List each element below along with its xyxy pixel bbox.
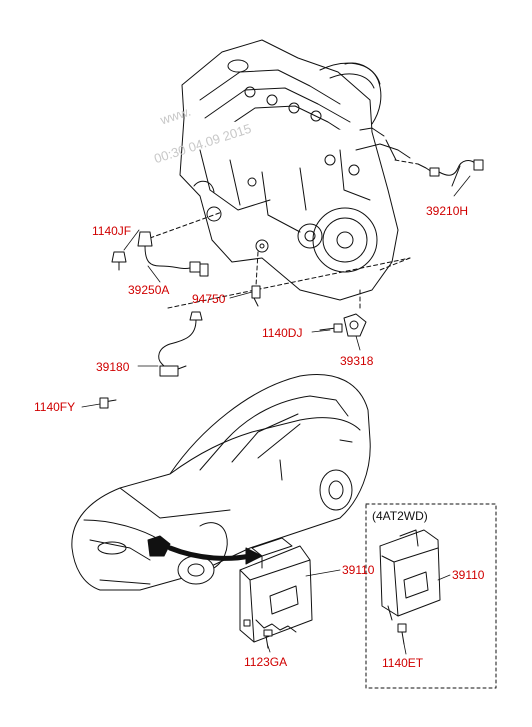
label-94750: 94750 <box>192 292 226 306</box>
sensor-39250a <box>111 231 209 277</box>
label-1123ga: 1123GA <box>244 655 288 669</box>
label-39180: 39180 <box>96 360 130 374</box>
label-1140fy: 1140FY <box>34 400 76 414</box>
label-1140et: 1140ET <box>382 656 424 670</box>
label-39210h: 39210H <box>426 204 469 218</box>
variant-box-frame <box>365 503 497 689</box>
variant-box-label: (4AT2WD) <box>372 509 428 523</box>
label-1140dj: 1140DJ <box>262 326 303 340</box>
label-39250a: 39250A <box>128 283 170 297</box>
label-39110-variant: 39110 <box>452 568 485 582</box>
sensor-39318 <box>319 313 367 337</box>
ecu-39110-variant <box>379 529 441 645</box>
sensor-39180 <box>99 311 203 409</box>
leader-lines <box>81 175 471 655</box>
engine-block <box>179 39 411 301</box>
sensor-94750 <box>251 285 261 307</box>
car-body <box>71 374 371 591</box>
label-1140jf: 1140JF <box>92 224 132 238</box>
label-39318: 39318 <box>340 354 374 368</box>
sensor-39210h <box>417 159 484 187</box>
assembly-lines <box>149 159 419 309</box>
label-39110: 39110 <box>342 563 375 577</box>
ecu-39110 <box>239 537 313 649</box>
